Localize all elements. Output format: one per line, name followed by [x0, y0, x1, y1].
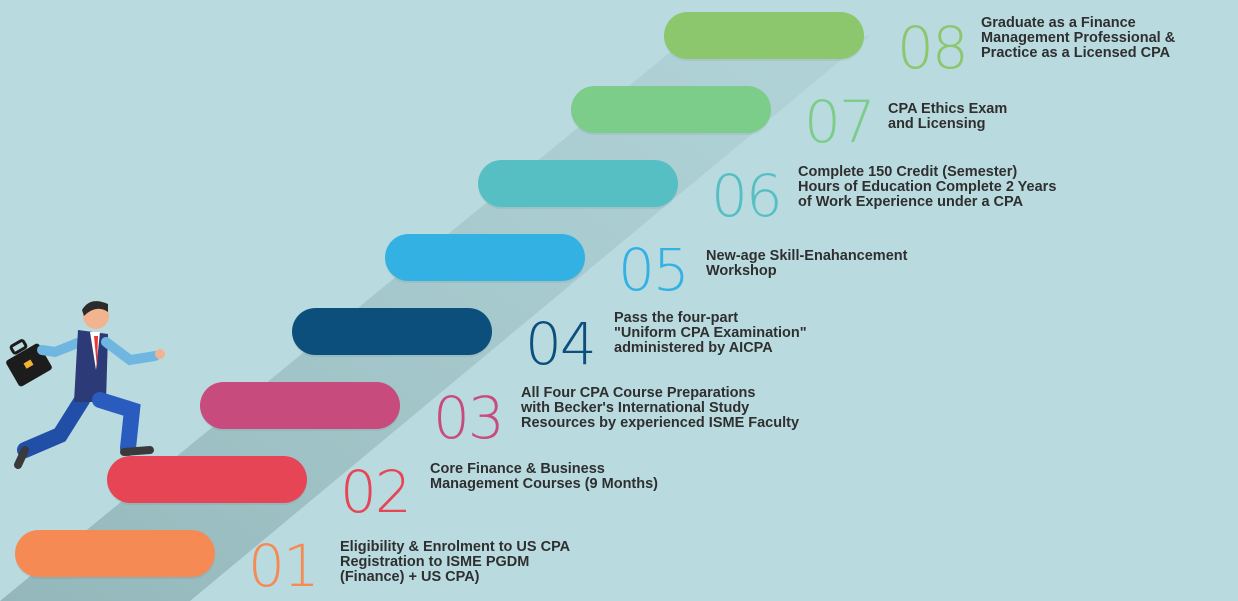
- step-number: 04: [525, 310, 597, 378]
- step-number: 01: [248, 532, 320, 600]
- step-description: New-age Skill-Enahancement Workshop: [706, 248, 908, 279]
- step-number: 06: [711, 162, 783, 230]
- step-description: Complete 150 Credit (Semester) Hours of …: [798, 164, 1057, 210]
- step-description: Core Finance & Business Management Cours…: [430, 461, 658, 492]
- running-businessman-illustration: [6, 301, 165, 469]
- step-bar: [200, 382, 400, 429]
- step-number: 08: [897, 14, 969, 82]
- step-description: Eligibility & Enrolment to US CPA Regist…: [340, 539, 571, 585]
- step-number: 02: [340, 458, 412, 526]
- step-bar: [15, 530, 215, 577]
- step-bar: [664, 12, 864, 59]
- step-description: Graduate as a Finance Management Profess…: [981, 15, 1176, 61]
- step-number: 03: [433, 384, 505, 452]
- step-bar: [107, 456, 307, 503]
- step-description: All Four CPA Course Preparations with Be…: [521, 385, 800, 431]
- step-bar: [478, 160, 678, 207]
- step-bar: [292, 308, 492, 355]
- step-number: 07: [804, 88, 876, 156]
- step-number: 05: [618, 236, 690, 304]
- step-bar: [385, 234, 585, 281]
- step-description: Pass the four-part "Uniform CPA Examinat…: [614, 310, 807, 356]
- step-bar: [571, 86, 771, 133]
- step-description: CPA Ethics Exam and Licensing: [888, 101, 1008, 132]
